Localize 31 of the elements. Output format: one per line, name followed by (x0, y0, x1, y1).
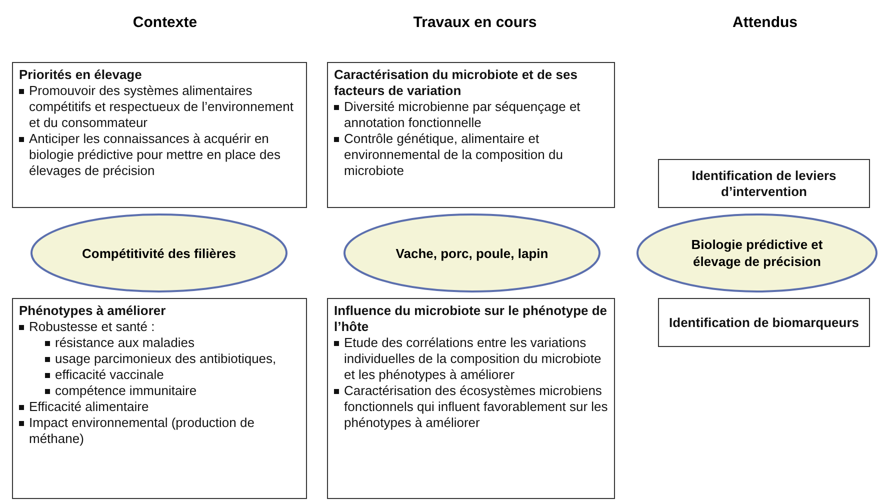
box-text: Identification de biomarqueurs (669, 314, 859, 330)
bullet-text: Robustesse et santé : (29, 319, 155, 335)
box-text: Identification de leviers d’intervention (690, 168, 838, 200)
column-heading: Contexte (132, 14, 198, 31)
text-box (658, 159, 870, 208)
text-box (12, 298, 307, 499)
box-heading: Phénotypes à améliorer (19, 303, 167, 319)
bullet-text: Etude des corrélations entre les variations individuelles de la composition du microbiote et les phénotypes à améliorer (344, 335, 602, 383)
oval-label: Vache, porc, poule, lapin (396, 244, 548, 262)
box-heading: Caractérisation du microbiote et de ses facteurs de variation (334, 67, 578, 99)
text-box (327, 62, 615, 208)
bullet-text: Promouvoir des systèmes alimentaires compétitifs et respectueux de l’environnement et du consommateur (29, 83, 294, 131)
bullet-text: Anticiper les connaissances à acquérir en biologie prédictive pour mettre en place des élevages de précision (29, 131, 282, 179)
text-box (12, 62, 307, 208)
box-heading: Priorités en élevage (19, 67, 143, 83)
bullet-text: usage parcimonieux des antibiotiques, (55, 351, 276, 367)
column-heading: Travaux en cours (412, 14, 538, 31)
bullet-text: Impact environnemental (production de méthane) (29, 415, 256, 447)
text-box (658, 298, 870, 347)
bullet-text: compétence immunitaire (55, 383, 197, 399)
bullet-text: Efficacité alimentaire (29, 399, 149, 415)
bullet-text: Contrôle génétique, alimentaire et environnemental de la composition du microbiote (344, 131, 564, 179)
column-heading: Attendus (732, 14, 798, 31)
bullet-text: Caractérisation des écosystèmes microbiens fonctionnels qui influent favorablement sur les phénotypes à améliorer (344, 383, 608, 431)
text-box (327, 298, 615, 499)
bullet-text: efficacité vaccinale (55, 367, 164, 383)
oval-label: Compétitivité des filières (82, 244, 236, 262)
bullet-text: Diversité microbienne par séquençage et annotation fonctionnelle (344, 99, 582, 131)
box-heading: Influence du microbiote sur le phénotype de l’hôte (334, 303, 608, 335)
oval-label: Biologie prédictive et élevage de précision (690, 236, 824, 270)
bullet-text: résistance aux maladies (55, 335, 194, 351)
